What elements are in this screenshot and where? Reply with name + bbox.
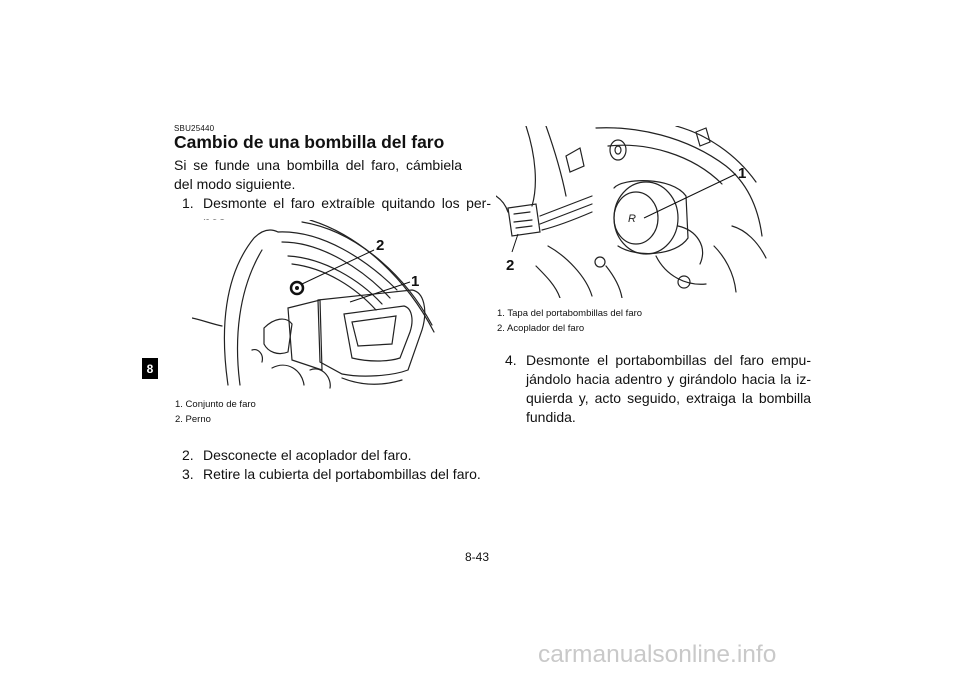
callout-2: 2 (506, 257, 514, 274)
step-text: Retire la cubierta del portabombillas de… (203, 466, 481, 482)
section-code: SBU25440 (174, 124, 215, 133)
step-text: Desconecte el acoplador del faro. (203, 447, 412, 463)
headlight-assembly-illustration: 2 1 (191, 219, 437, 390)
step-number: 2. (182, 447, 194, 463)
caption-item: 1. Tapa del portabombillas del faro (497, 308, 643, 319)
headlight-assembly-drawing: 2 1 (191, 219, 435, 389)
caption-item: 1. Conjunto de faro (175, 399, 256, 410)
right-figure-captions: 1. Tapa del portabombillas del faro 2. A… (497, 306, 642, 336)
step-number: 4. (505, 352, 517, 368)
step-3: 3. Retire la cubierta del portabombillas … (174, 465, 503, 484)
left-figure-captions: 1. Conjunto de faro 2. Perno (175, 397, 256, 427)
callout-1: 1 (738, 165, 746, 182)
bulb-holder-illustration: R 1 2 (495, 125, 776, 299)
callout-1: 1 (411, 273, 419, 290)
step-4: 4. Desmonte el portabombillas del faro em… (497, 351, 811, 427)
caption-item: 2. Acoplador del faro (497, 323, 585, 334)
section-title: Cambio de una bombilla del faro (174, 132, 445, 152)
callout-2: 2 (376, 237, 384, 254)
step-number: 1. (182, 195, 194, 211)
intro-paragraph: Si se funde una bombilla del faro, cámbi… (174, 157, 462, 192)
page-number: 8-43 (465, 550, 490, 564)
chapter-tab: 8 (142, 358, 158, 379)
step-2: 2. Desconecte el acoplador del faro. (174, 446, 503, 465)
watermark: carmanualsonline.info (538, 641, 777, 668)
step-number: 3. (182, 466, 194, 482)
step-text: Desmonte el portabombillas del faro empu… (526, 352, 811, 425)
svg-text:R: R (628, 213, 636, 225)
bulb-holder-drawing: R 1 2 (495, 125, 767, 299)
caption-item: 2. Perno (175, 414, 211, 425)
